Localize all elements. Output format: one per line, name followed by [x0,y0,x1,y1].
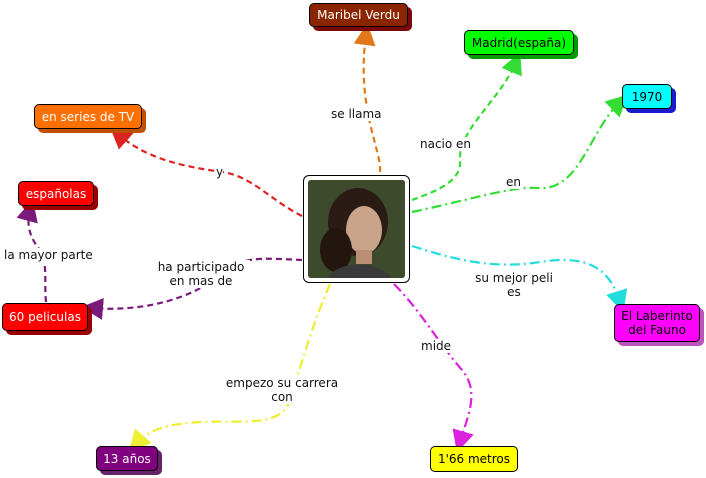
node-spanish[interactable]: españolas [18,181,94,206]
label-participado: ha participado en mas de [152,260,250,288]
label-carrera: empezo su carrera con [222,376,342,404]
node-name[interactable]: Maribel Verdu [309,3,408,27]
label-mayor-parte: la mayor parte [4,248,93,262]
node-birthplace[interactable]: Madrid(españa) [464,30,574,55]
node-year[interactable]: 1970 [622,84,672,109]
node-best-film[interactable]: El Laberinto del Fauno [614,304,700,342]
label-mejor-peli: su mejor peli es [470,271,558,299]
link-en [411,94,629,214]
link-se-llama [353,23,382,173]
link-nacio-en [411,51,522,202]
label-en: en [506,175,521,189]
link-mide [393,283,474,453]
portrait-image [308,180,405,278]
label-se-llama: se llama [331,107,382,121]
node-height[interactable]: 1'66 metros [430,446,518,472]
node-tv[interactable]: en series de TV [34,104,142,129]
label-nacio-en: nacio en [420,137,472,151]
node-start-age[interactable]: 13 años [96,446,158,471]
link-carrera [128,283,332,453]
label-y: y [216,165,224,179]
label-mide: mide [421,339,452,353]
node-films[interactable]: 60 peliculas [2,303,88,331]
link-mejor-peli [411,244,628,313]
portrait-photo[interactable] [303,175,410,283]
link-participado [81,257,303,320]
link-y [109,126,303,217]
